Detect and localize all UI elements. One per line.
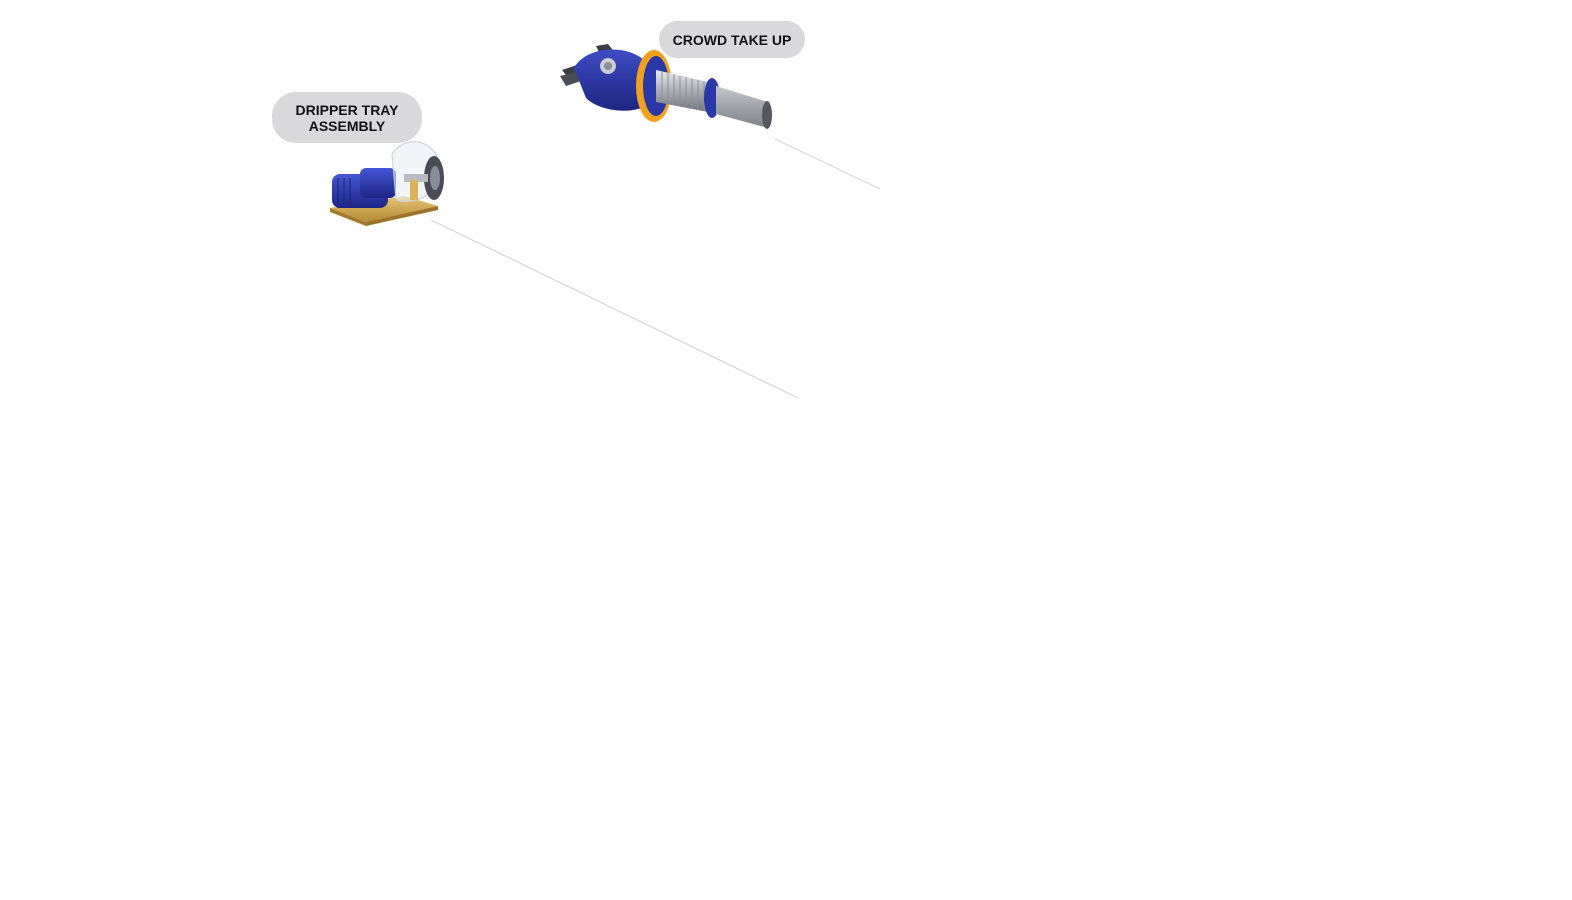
dripper-tray-assembly-part-icon[interactable] bbox=[326, 134, 448, 226]
dripper-tray-label-line1: DRIPPER TRAY bbox=[295, 101, 399, 118]
crowd-take-up-label-text: CROWD TAKE UP bbox=[672, 31, 792, 48]
crowd-take-up-label[interactable]: CROWD TAKE UP bbox=[659, 21, 805, 58]
dripper-tray-label-line2: ASSEMBLY bbox=[308, 117, 386, 134]
dripper-tray-assembly-label[interactable]: DRIPPER TRAY ASSEMBLY bbox=[272, 92, 422, 143]
crowd-take-up-part-icon[interactable] bbox=[556, 40, 778, 136]
crowd-take-up-leader-line bbox=[774, 138, 881, 190]
dripper-tray-leader-line bbox=[430, 219, 799, 399]
